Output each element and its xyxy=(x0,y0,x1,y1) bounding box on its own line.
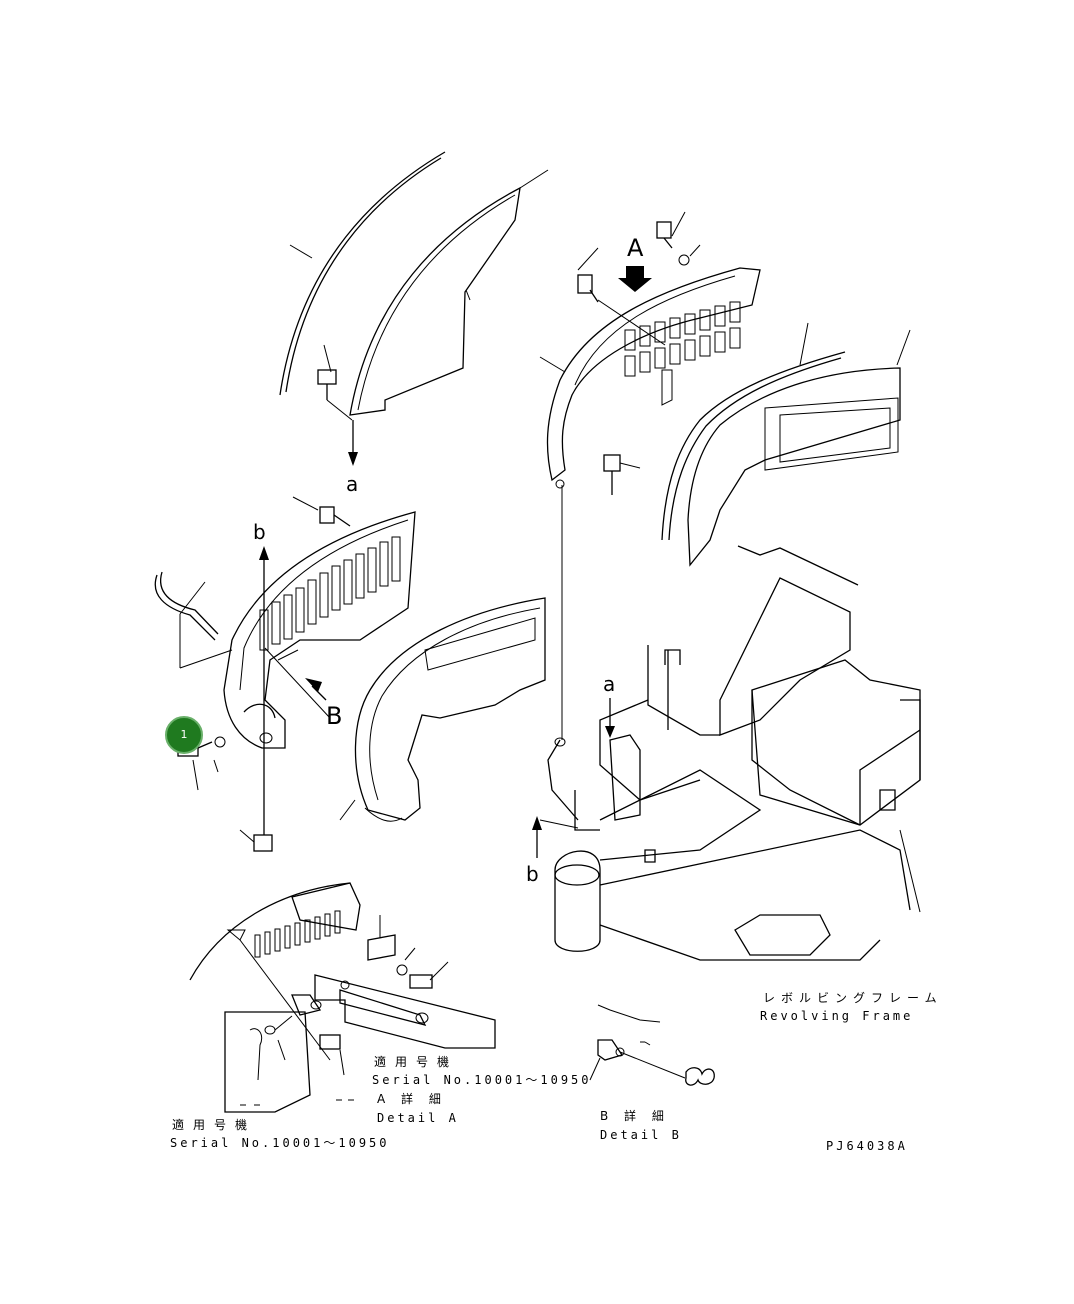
frame-bracket-left xyxy=(547,737,579,821)
grille-cover-left xyxy=(223,511,416,749)
ref-a-top: a xyxy=(346,472,359,496)
seal-strip-left xyxy=(154,571,233,669)
part-callout-number: 1 xyxy=(180,728,188,741)
grille-slots xyxy=(259,536,401,651)
bolt-grille-top xyxy=(292,496,351,527)
arrow-a-right xyxy=(605,698,615,738)
detail-a-marker: A xyxy=(627,234,644,262)
grille-slots-right xyxy=(624,301,741,377)
arrow-a-top xyxy=(348,420,358,466)
seal-strip-right xyxy=(661,322,846,541)
serial-jp-a: 適用号機 xyxy=(374,1055,459,1069)
side-cover-panel xyxy=(349,169,549,416)
detail-a-jp: A 詳 細 xyxy=(377,1092,447,1106)
ref-b-left: b xyxy=(253,520,266,544)
revolving-frame-jp: レボルビングフレーム xyxy=(763,991,943,1005)
ref-a-right: a xyxy=(603,672,616,696)
revolving-frame-en: Revolving Frame xyxy=(760,1009,914,1023)
seal-strip-top xyxy=(279,151,446,396)
guide-line-right xyxy=(555,479,565,740)
bolt-top-left xyxy=(317,344,353,421)
ref-b-right: b xyxy=(526,862,539,886)
serial-jp-b: 適用号機 xyxy=(172,1118,257,1132)
arrow-b-right xyxy=(532,816,579,858)
part-callout-1[interactable]: 1 xyxy=(165,716,203,754)
grille-cover-right xyxy=(539,267,761,482)
bracket-grille xyxy=(243,703,276,744)
detail-b-jp: B 詳 細 xyxy=(600,1109,670,1123)
bolt-bottom-left xyxy=(239,820,273,852)
counterweight-shell-right xyxy=(687,329,911,567)
detail-b-en: Detail B xyxy=(600,1128,682,1142)
detail-a-drawing xyxy=(189,882,496,1113)
detail-a-en: Detail A xyxy=(377,1111,459,1125)
bolts-right-top xyxy=(577,211,701,495)
revolving-frame xyxy=(554,545,921,961)
detail-a-slots xyxy=(254,910,341,958)
arrow-detail-a xyxy=(618,266,652,292)
detail-b-marker: B xyxy=(326,702,343,730)
drawing-code: PJ64038A xyxy=(826,1139,908,1153)
arrow-b-left xyxy=(259,546,269,820)
counterweight-shell-left xyxy=(339,597,546,822)
serial-en-a: Serial No.10001～10950 xyxy=(372,1073,592,1087)
arrow-view-b xyxy=(305,678,327,701)
detail-b-drawing xyxy=(589,1004,715,1086)
serial-en-b: Serial No.10001～10950 xyxy=(170,1136,390,1150)
